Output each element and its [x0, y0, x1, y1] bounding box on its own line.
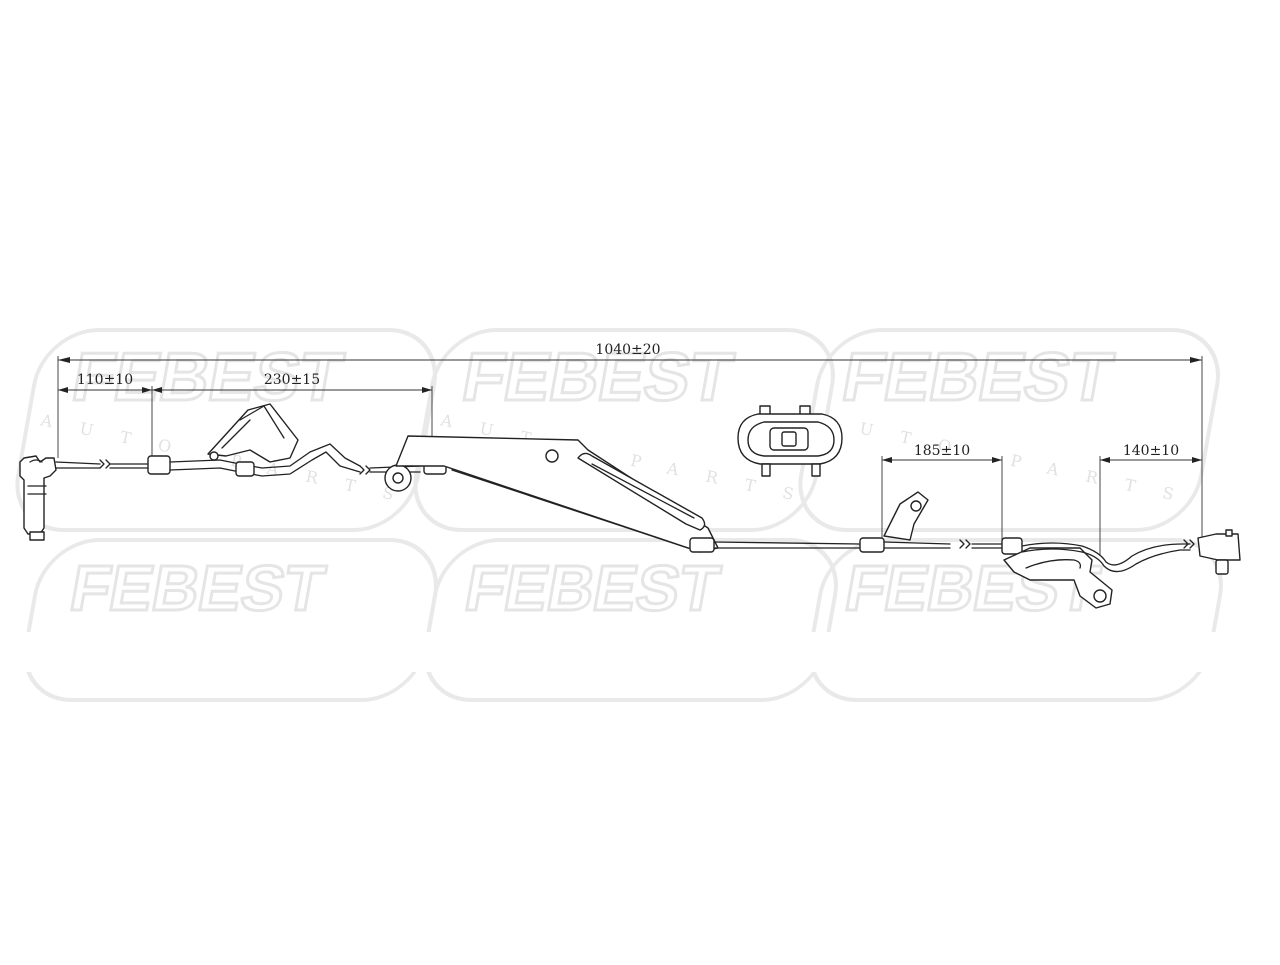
dimension-110-label: 110±10: [77, 372, 133, 388]
dimension-overall-label: 1040±20: [595, 342, 660, 358]
watermark-brand-2: FEBEST: [457, 338, 739, 414]
dimension-140: 140±10: [1099, 443, 1202, 556]
connector-front-view: [737, 405, 843, 477]
watermark-subtitle-1: AUTO PARTS: [38, 410, 423, 509]
dimension-230: 230±15: [152, 372, 433, 458]
dimension-140-label: 140±10: [1123, 443, 1179, 459]
dimension-110: 110±10: [58, 372, 153, 458]
dimension-185-label: 185±10: [914, 443, 970, 459]
watermark-brand-3: FEBEST: [837, 338, 1119, 414]
watermark-brand-1: FEBEST: [67, 338, 349, 414]
sensor-head: [19, 455, 57, 541]
dimension-overall: 1040±20: [57, 342, 1203, 540]
cable: [55, 403, 1241, 609]
dimension-185: 185±10: [881, 443, 1003, 540]
dimension-230-label: 230±15: [264, 372, 320, 388]
watermark-brand-5: FEBEST: [460, 552, 725, 623]
watermark-brand-4: FEBEST: [65, 552, 330, 623]
